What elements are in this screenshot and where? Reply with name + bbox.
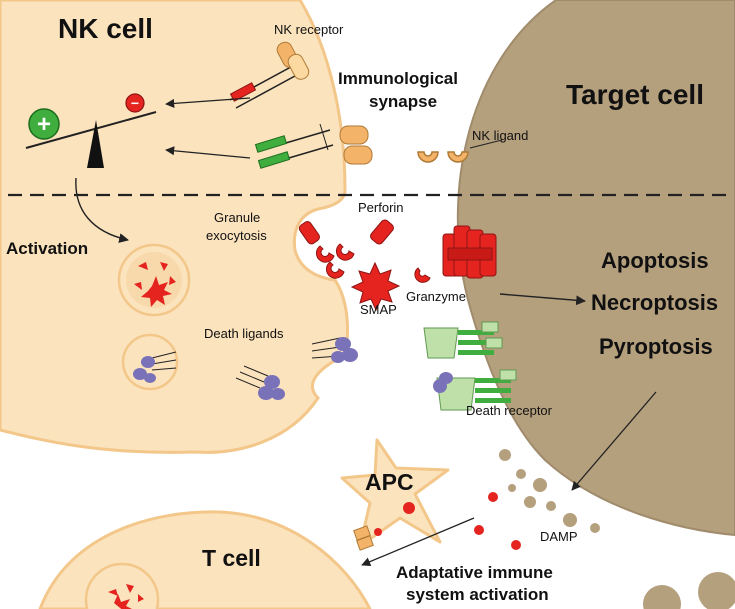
granule-vesicle-1 xyxy=(117,243,191,317)
apc-antigen-complex xyxy=(353,525,382,551)
outcome-apoptosis: Apoptosis xyxy=(601,248,709,273)
perforin-label: Perforin xyxy=(358,200,404,215)
death-receptors xyxy=(423,321,517,411)
granzyme-arrow xyxy=(499,293,586,306)
tcell-granule xyxy=(84,562,160,609)
perforin-pore xyxy=(442,225,497,279)
granule-vesicle-2 xyxy=(121,333,179,391)
plus-circle-icon xyxy=(28,108,60,140)
granule-label-line2: exocytosis xyxy=(206,228,267,243)
apc-title: APC xyxy=(365,469,414,495)
nk-receptor-activating xyxy=(254,123,373,169)
death-receptor-label: Death receptor xyxy=(466,403,553,418)
target-cell xyxy=(456,0,735,537)
nk-receptor-label: NK receptor xyxy=(274,22,344,37)
granule-label-line1: Granule xyxy=(214,210,260,225)
outcome-pyroptosis: Pyroptosis xyxy=(599,334,713,359)
balance-scale xyxy=(25,93,157,168)
adaptive-label-line2: system activation xyxy=(406,585,549,604)
smap-particle xyxy=(350,261,401,312)
apc-cell xyxy=(340,438,450,548)
signal-arrow-upper xyxy=(165,97,251,108)
signal-arrow-lower xyxy=(165,146,251,159)
nk-ligand-icons xyxy=(417,151,469,163)
synapse-label-line1: Immunological xyxy=(338,69,458,88)
nk-receptor-inhibitory xyxy=(229,41,310,109)
damp-arrow xyxy=(571,391,657,491)
damp-dots xyxy=(403,492,521,550)
activation-label: Activation xyxy=(6,239,88,258)
death-ligands-label: Death ligands xyxy=(204,326,284,341)
minus-sign: − xyxy=(131,95,139,111)
plus-sign: + xyxy=(37,111,51,138)
minus-circle-icon xyxy=(125,93,145,113)
death-ligands-nk xyxy=(235,337,358,400)
activation-arrow xyxy=(75,177,129,243)
adaptive-arrow xyxy=(361,517,475,567)
smap-label: SMAP xyxy=(360,302,397,317)
damp-label: DAMP xyxy=(540,529,578,544)
perforin-pieces xyxy=(298,219,431,283)
granzyme-label: Granzyme xyxy=(406,289,466,304)
adaptive-label-line1: Adaptative immune xyxy=(396,563,553,582)
target-cell-title: Target cell xyxy=(566,79,704,110)
nk-cell xyxy=(0,0,350,454)
nk-cell-title: NK cell xyxy=(58,13,153,44)
nk-ligand-label: NK ligand xyxy=(472,128,528,143)
synapse-label-line2: synapse xyxy=(369,92,437,111)
t-cell-title: T cell xyxy=(202,545,261,571)
outcome-necroptosis: Necroptosis xyxy=(591,290,718,315)
target-cell-blebs xyxy=(499,449,735,609)
